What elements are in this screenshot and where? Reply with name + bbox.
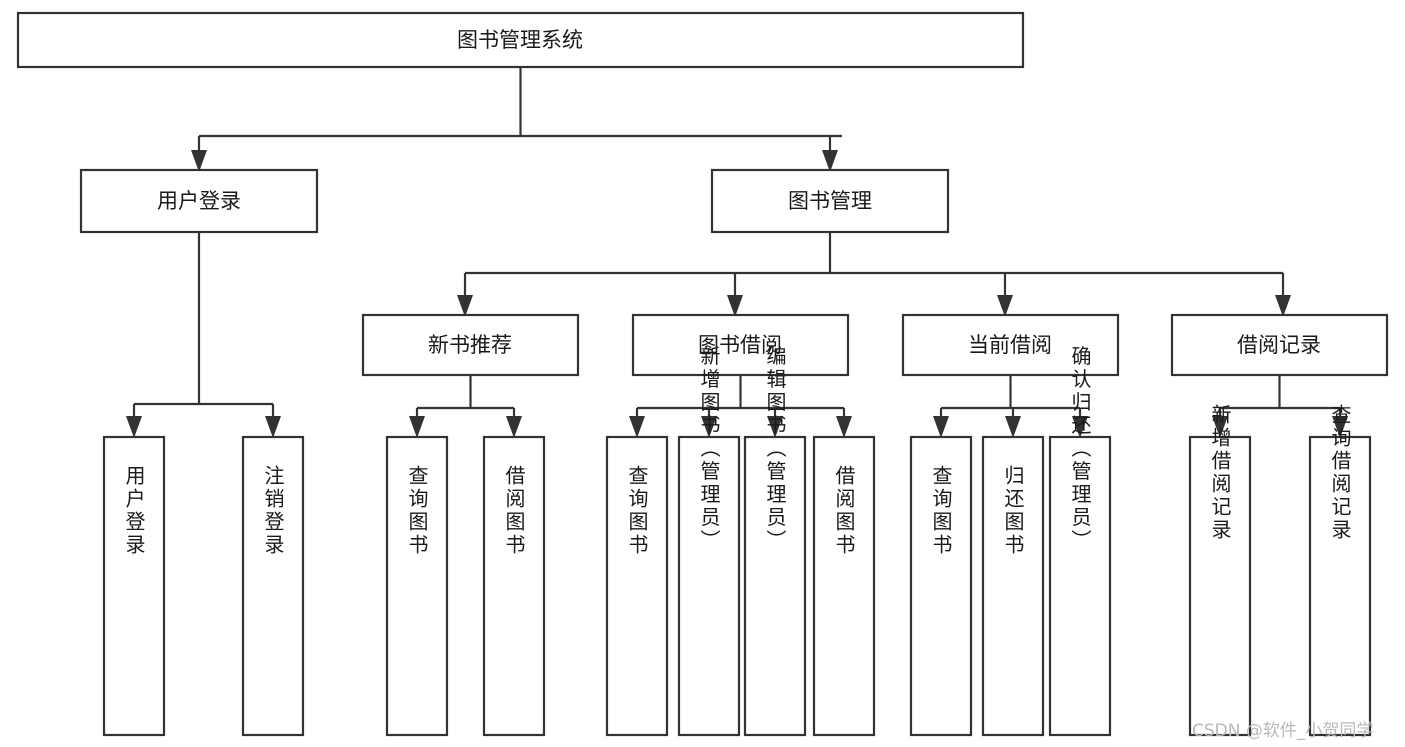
leaf-return-book[interactable]: 归还图书 [981, 435, 1045, 737]
leaf-query-book-borrow-box[interactable] [605, 435, 669, 737]
arrowhead-icon [822, 150, 838, 172]
leaf-query-book-newrec-label: 查询图书 [405, 465, 429, 557]
arrowhead-icon [701, 416, 717, 438]
arrowhead-layer [126, 150, 1348, 438]
leaf-confirm-return-admin-box[interactable] [1048, 435, 1112, 737]
leaf-borrow-book-newrec-box[interactable] [482, 435, 546, 737]
node-root-box[interactable] [16, 11, 1025, 69]
node-user-login[interactable]: 用户登录 [79, 168, 319, 234]
leaf-add-book-admin-box[interactable] [677, 435, 741, 737]
leaf-query-book-current[interactable]: 查询图书 [909, 435, 973, 737]
leaf-add-borrow-record-label: 新增借阅记录 [1208, 404, 1232, 542]
node-book-borrow[interactable]: 图书借阅 [631, 313, 850, 377]
node-new-book-recommend-label: 新书推荐 [428, 333, 512, 357]
leaf-query-book-current-label: 查询图书 [929, 465, 953, 557]
arrowhead-icon [457, 295, 473, 317]
leaf-query-book-borrow[interactable]: 查询图书 [605, 435, 669, 737]
node-book-management-label: 图书管理 [788, 189, 872, 213]
arrowhead-icon [1072, 416, 1088, 438]
node-root[interactable]: 图书管理系统 [16, 11, 1025, 69]
leaf-borrow-book-borrow-box[interactable] [812, 435, 876, 737]
leaf-confirm-return-admin[interactable]: 确认归还（管理员） [1048, 345, 1112, 737]
arrowhead-icon [933, 416, 949, 438]
node-user-login-box[interactable] [79, 168, 319, 234]
leaf-add-borrow-record-box[interactable] [1188, 435, 1252, 737]
leaf-edit-book-admin[interactable]: 编辑图书（管理员） [743, 345, 807, 737]
node-book-borrow-label: 图书借阅 [698, 333, 782, 357]
leaf-logout-label: 注销登录 [261, 465, 285, 557]
arrowhead-icon [126, 416, 142, 438]
arrowhead-icon [997, 295, 1013, 317]
arrowhead-icon [767, 416, 783, 438]
node-current-borrow[interactable]: 当前借阅 [901, 313, 1120, 377]
leaf-query-book-current-box[interactable] [909, 435, 973, 737]
leaf-borrow-book-newrec[interactable]: 借阅图书 [482, 435, 546, 737]
leaf-query-borrow-record[interactable]: 查询借阅记录 [1308, 404, 1372, 737]
node-book-management[interactable]: 图书管理 [710, 168, 950, 234]
leaf-logout[interactable]: 注销登录 [241, 435, 305, 737]
leaf-borrow-book-newrec-label: 借阅图书 [502, 465, 526, 557]
node-current-borrow-label: 当前借阅 [968, 333, 1052, 357]
leaf-user-login-label: 用户登录 [122, 465, 146, 557]
arrowhead-icon [629, 416, 645, 438]
arrowhead-icon [1212, 416, 1228, 438]
leaf-query-book-newrec[interactable]: 查询图书 [385, 435, 449, 737]
leaf-logout-box[interactable] [241, 435, 305, 737]
leaf-edit-book-admin-box[interactable] [743, 435, 807, 737]
leaf-confirm-return-admin-label: 确认归还（管理员） [1068, 345, 1092, 552]
node-current-borrow-box[interactable] [901, 313, 1120, 377]
arrowhead-icon [191, 150, 207, 172]
node-book-management-box[interactable] [710, 168, 950, 234]
leaf-edit-book-admin-label: 编辑图书（管理员） [763, 345, 787, 552]
leaf-return-book-box[interactable] [981, 435, 1045, 737]
arrowhead-icon [1005, 416, 1021, 438]
arrowhead-icon [836, 416, 852, 438]
leaf-add-book-admin[interactable]: 新增图书（管理员） [677, 345, 741, 737]
leaf-query-borrow-record-label: 查询借阅记录 [1328, 404, 1352, 542]
node-borrow-record-label: 借阅记录 [1237, 333, 1321, 357]
arrowhead-icon [506, 416, 522, 438]
arrowhead-icon [409, 416, 425, 438]
arrowhead-icon [265, 416, 281, 438]
leaf-borrow-book-borrow-label: 借阅图书 [832, 465, 856, 557]
node-borrow-record[interactable]: 借阅记录 [1170, 313, 1389, 377]
leaf-query-book-newrec-box[interactable] [385, 435, 449, 737]
leaf-user-login[interactable]: 用户登录 [102, 435, 166, 737]
leaf-query-borrow-record-box[interactable] [1308, 435, 1372, 737]
arrowhead-icon [727, 295, 743, 317]
leaf-query-book-borrow-label: 查询图书 [625, 465, 649, 557]
node-root-label: 图书管理系统 [457, 28, 583, 52]
node-new-book-recommend-box[interactable] [361, 313, 580, 377]
arrowhead-icon [1275, 295, 1291, 317]
node-book-borrow-box[interactable] [631, 313, 850, 377]
leaf-add-borrow-record[interactable]: 新增借阅记录 [1188, 404, 1252, 737]
node-new-book-recommend[interactable]: 新书推荐 [361, 313, 580, 377]
leaf-user-login-box[interactable] [102, 435, 166, 737]
leaf-borrow-book-borrow[interactable]: 借阅图书 [812, 435, 876, 737]
arrowhead-icon [1332, 416, 1348, 438]
leaf-add-book-admin-label: 新增图书（管理员） [697, 345, 721, 552]
leaf-return-book-label: 归还图书 [1001, 465, 1025, 557]
node-user-login-label: 用户登录 [157, 189, 241, 213]
node-borrow-record-box[interactable] [1170, 313, 1389, 377]
